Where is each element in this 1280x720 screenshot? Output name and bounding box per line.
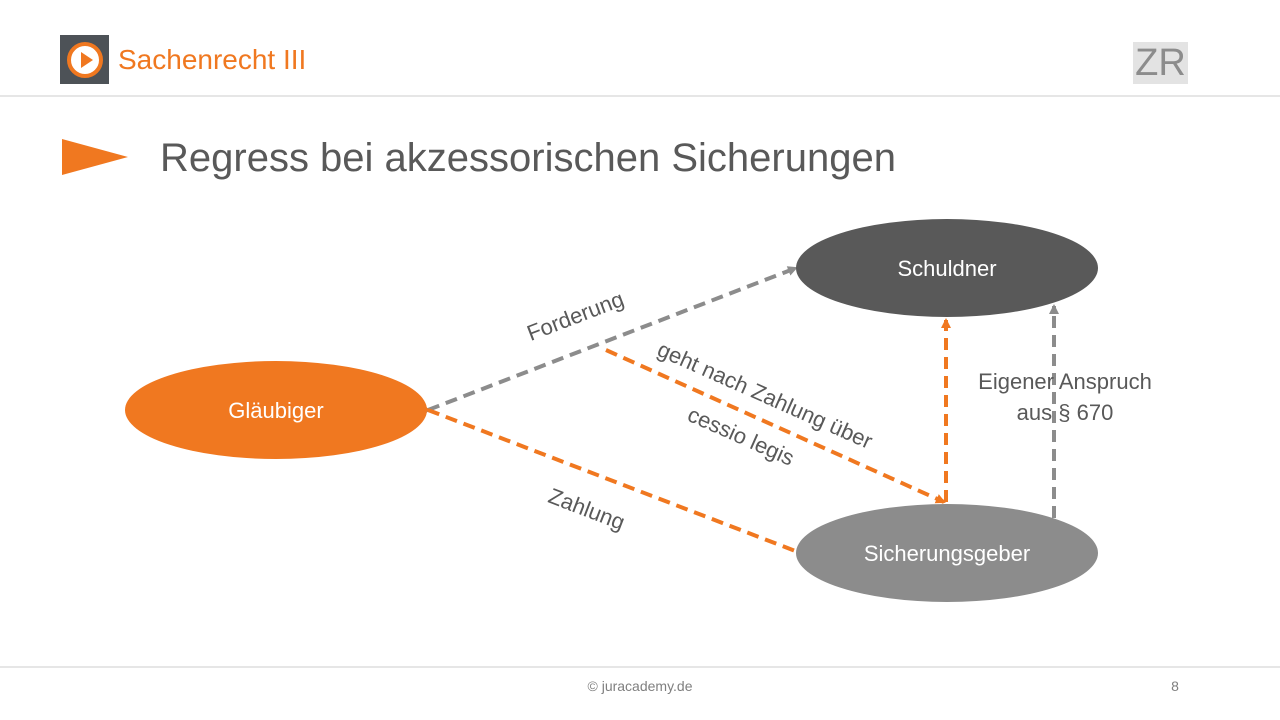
label-forderung: Forderung <box>523 286 627 346</box>
node-schuldner-label: Schuldner <box>897 256 996 281</box>
zr-badge: ZR <box>1133 42 1188 84</box>
label-zahlung: Zahlung <box>545 483 628 535</box>
logo <box>60 35 109 84</box>
label-anspruch-line1: Eigener Anspruch <box>978 369 1152 394</box>
header-divider <box>0 95 1280 97</box>
cessio-legis-arrow <box>605 348 946 504</box>
slide-header: Sachenrecht III ZR <box>0 0 1280 96</box>
footer-copyright: © juracademy.de <box>587 678 693 694</box>
course-title: Sachenrecht III <box>118 44 307 75</box>
node-schuldner: Schuldner <box>796 219 1098 317</box>
play-icon <box>66 41 103 78</box>
title-arrow-icon <box>62 139 128 175</box>
slide-title: Regress bei akzessorischen Sicherungen <box>160 136 896 180</box>
node-sicherungsgeber-label: Sicherungsgeber <box>864 541 1030 566</box>
page-number: 8 <box>1171 678 1179 694</box>
footer-divider <box>0 666 1280 668</box>
node-glaeubiger-label: Gläubiger <box>228 398 323 423</box>
zahlung-arrow <box>418 402 799 554</box>
forderung-arrow <box>418 266 798 418</box>
label-anspruch-line2: aus § 670 <box>1017 400 1114 425</box>
node-sicherungsgeber: Sicherungsgeber <box>796 504 1098 602</box>
node-glaeubiger: Gläubiger <box>125 361 427 459</box>
